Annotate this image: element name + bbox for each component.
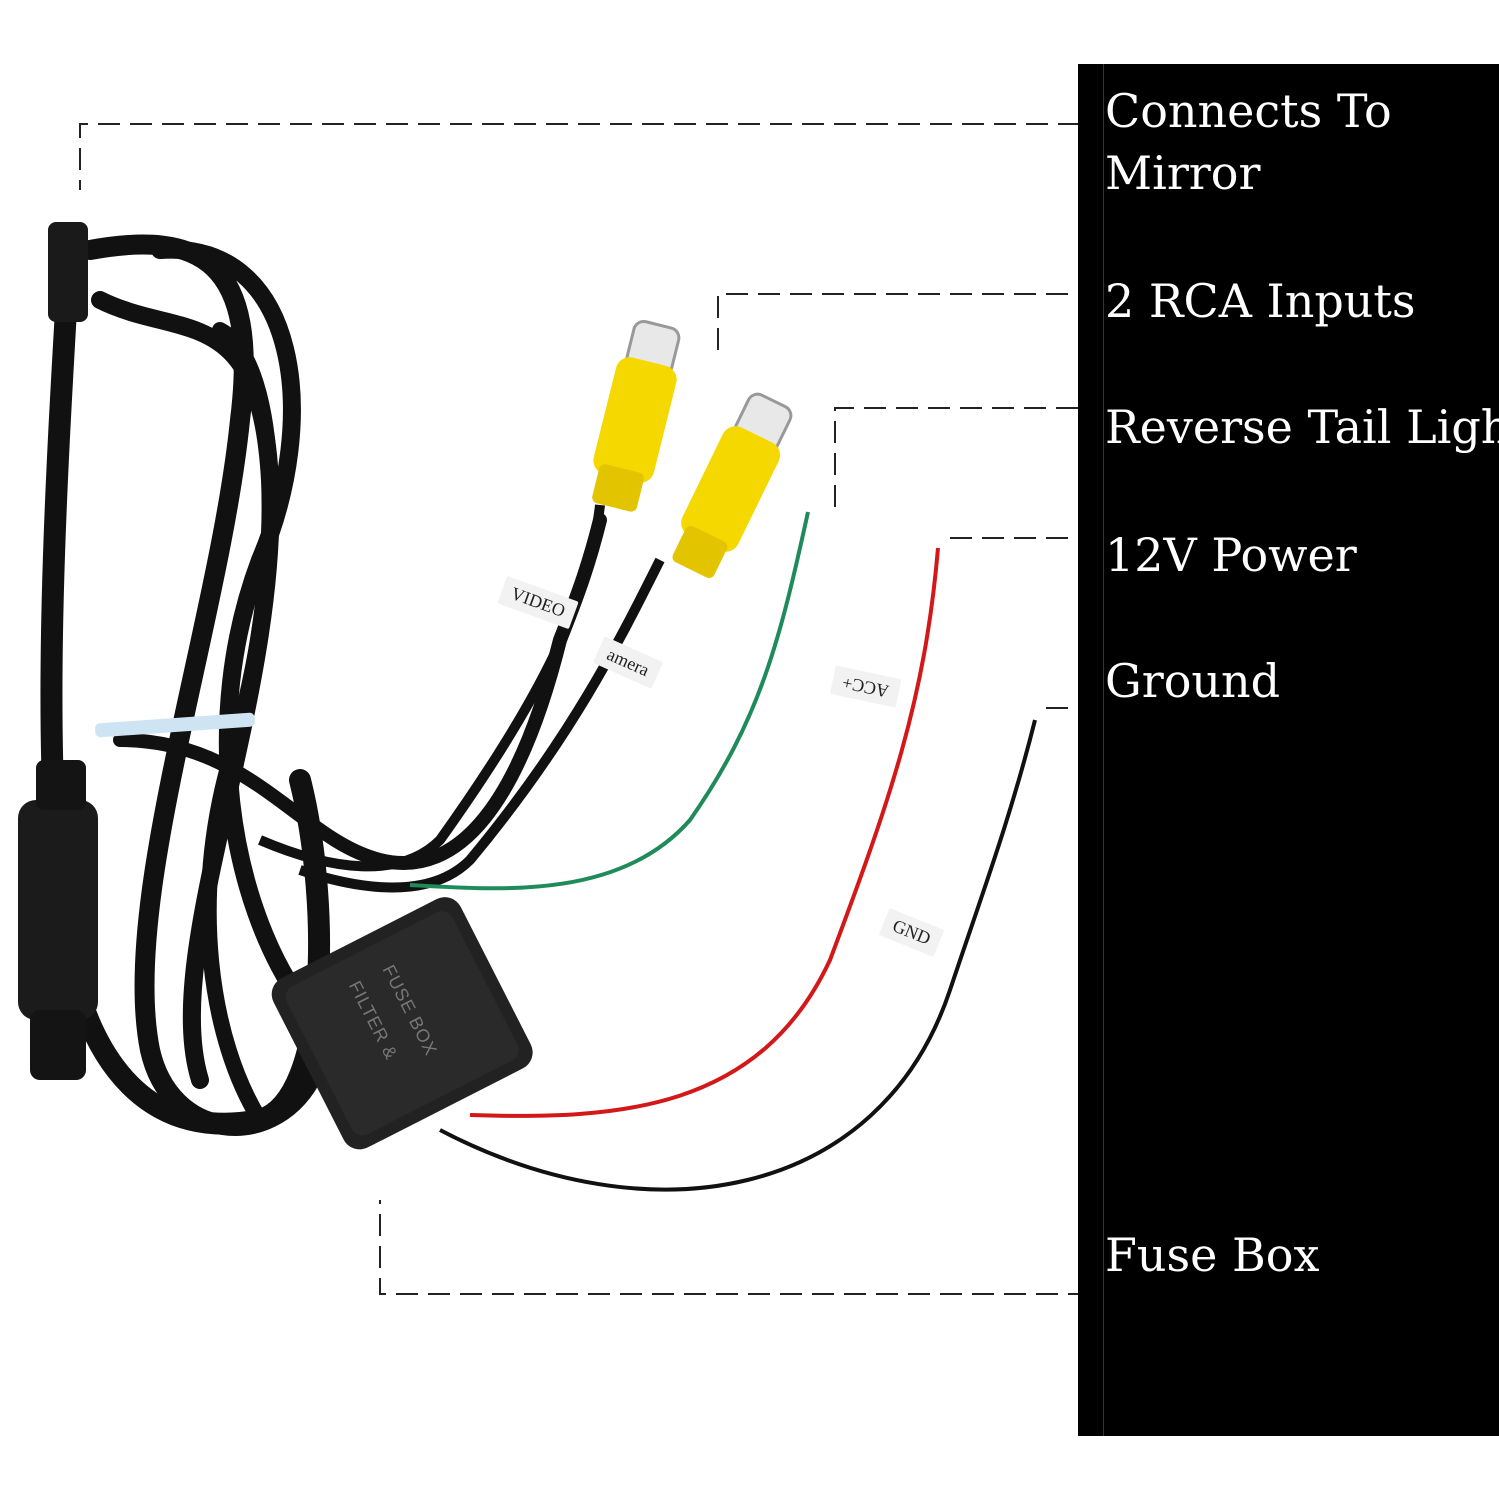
ground-wire (439, 719, 1037, 1192)
label-connects-to-mirror: Connects To Mirror (1105, 84, 1392, 200)
fuse-box (271, 897, 533, 1150)
label-rca-inputs: 2 RCA Inputs (1105, 274, 1416, 328)
label-ground: Ground (1105, 654, 1281, 708)
mirror-connector (48, 222, 88, 322)
green-wire (409, 511, 810, 891)
leader-lines (79, 123, 1100, 1295)
rca-plug-camera (672, 392, 793, 578)
label-fuse-box: Fuse Box (1105, 1228, 1320, 1282)
red-wire (469, 547, 940, 1118)
callout-panel (1078, 64, 1499, 1436)
rca-plug-video (592, 319, 681, 512)
cable-tie (95, 712, 255, 738)
panel-divider (1103, 64, 1104, 1436)
label-reverse-tail-light: Reverse Tail Light (1105, 400, 1499, 454)
inline-connector (18, 800, 98, 1020)
label-12v-power: 12V Power (1105, 528, 1357, 582)
